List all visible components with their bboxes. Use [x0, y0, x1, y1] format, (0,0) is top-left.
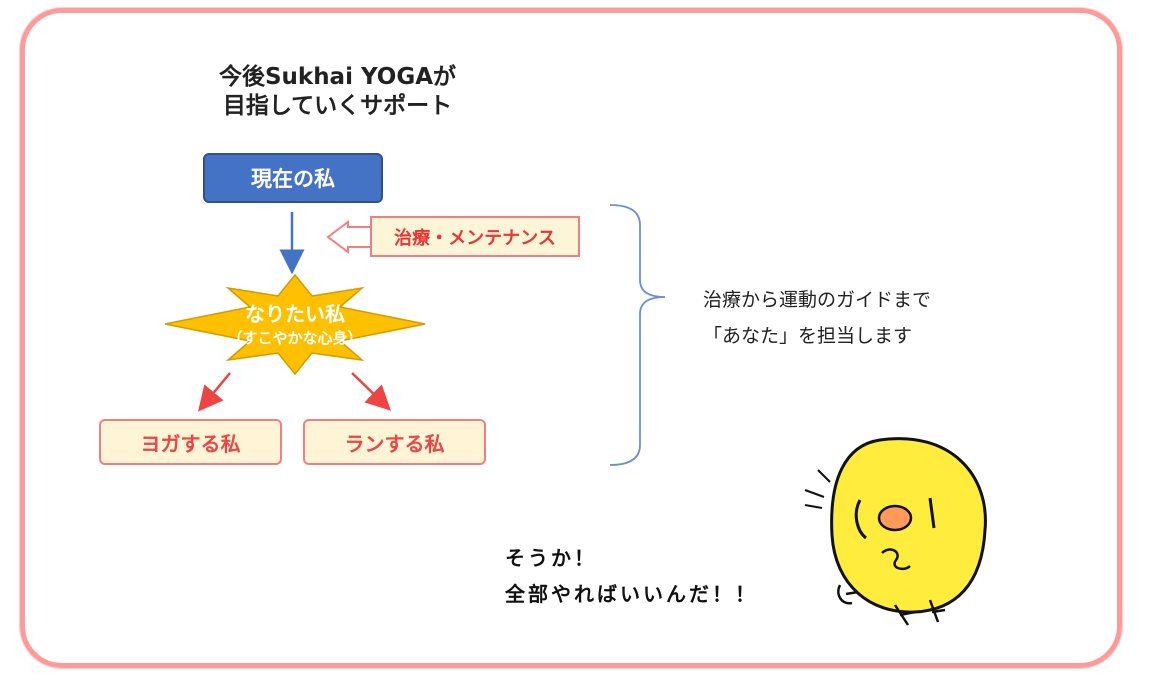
arrow-to-yoga — [198, 372, 231, 412]
current-self-box: 現在の私 — [203, 153, 383, 203]
side-note-line-1: 治療から運動のガイドまで — [703, 289, 932, 311]
diagram-title: 今後Sukhai YOGAが 目指していくサポート — [150, 63, 525, 121]
goal-sub-text: （すこやかな心身） — [227, 329, 363, 347]
run-self-box: ランする私 — [303, 419, 486, 465]
side-note-line-2: 「あなた」を担当します — [703, 325, 913, 347]
title-line-1: 今後Sukhai YOGAが — [218, 64, 457, 90]
right-brace — [609, 204, 666, 466]
goal-label: なりたい私 （すこやかな心身） — [190, 300, 400, 348]
title-line-2: 目指していくサポート — [222, 93, 453, 119]
treatment-box: 治療・メンテナンス — [370, 216, 580, 257]
left-hollow-arrow — [326, 220, 370, 254]
goal-main-text: なりたい私 — [245, 302, 345, 326]
arrow-to-run — [351, 372, 391, 411]
side-note: 治療から運動のガイドまで 「あなた」を担当します — [703, 282, 931, 354]
chick-icon — [804, 437, 987, 626]
speech-line-1: そうか！ — [505, 546, 597, 570]
speech-line-2: 全部やればいいんだ！！ — [505, 582, 758, 606]
yoga-self-box: ヨガする私 — [99, 419, 282, 465]
chick-speech: そうか！ 全部やればいいんだ！！ — [505, 540, 758, 612]
goal-star-burst — [164, 273, 426, 376]
rounded-frame — [20, 8, 1122, 668]
